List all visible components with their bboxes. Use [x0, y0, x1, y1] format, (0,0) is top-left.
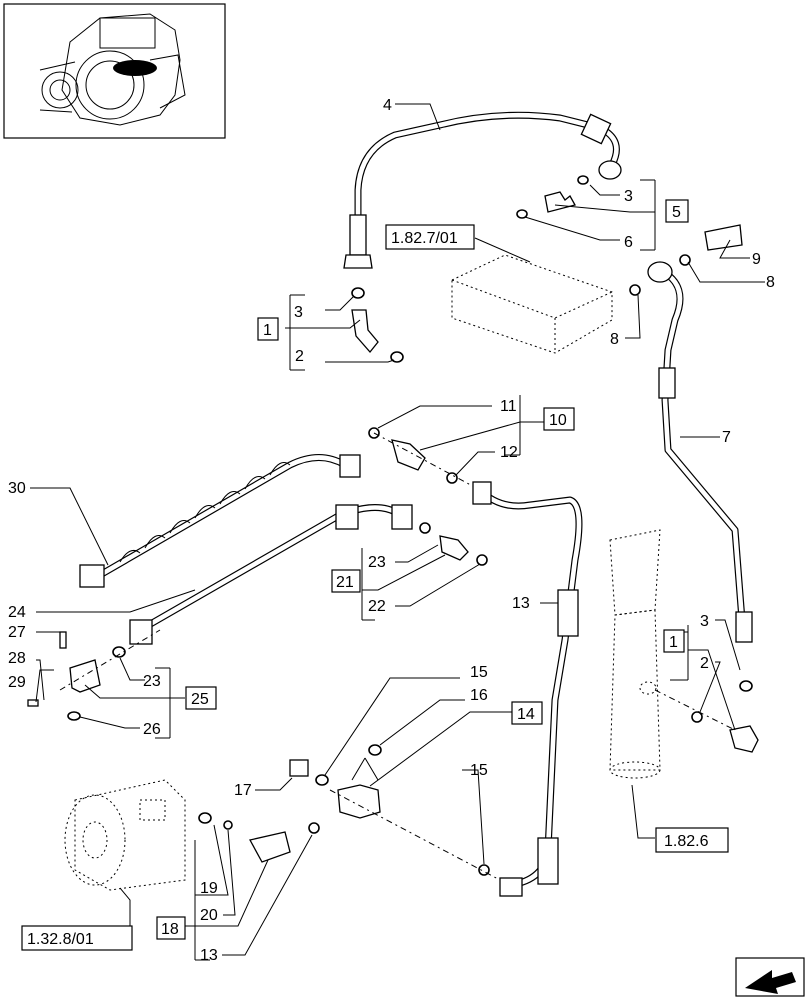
group-box-21[interactable]: 21: [331, 569, 361, 593]
callout-2[interactable]: 2: [700, 655, 709, 672]
group-label: 1: [669, 634, 678, 651]
callout-23[interactable]: 23: [368, 554, 386, 571]
tee-fitting-14[interactable]: [289, 744, 501, 881]
group-box-1-left[interactable]: 1: [257, 317, 279, 341]
ref-label-1-82-6: 1.82.6: [664, 833, 709, 850]
fitting-5[interactable]: [516, 175, 589, 219]
callout-23[interactable]: 23: [143, 673, 161, 690]
callout-8[interactable]: 8: [766, 274, 775, 291]
next-page-arrow-icon[interactable]: [735, 957, 805, 997]
hose-4[interactable]: [343, 111, 622, 269]
callout-26[interactable]: 26: [143, 721, 161, 738]
callout-2[interactable]: 2: [295, 348, 304, 365]
callout-27[interactable]: 27: [8, 624, 26, 641]
callout-30[interactable]: 30: [8, 480, 26, 497]
callout-13[interactable]: 13: [512, 595, 530, 612]
group-box-1-right[interactable]: 1: [663, 629, 685, 653]
ref-box-1-32-8[interactable]: 1.32.8/01: [21, 925, 133, 951]
ref-box-1-82-6[interactable]: 1.82.6: [655, 827, 729, 853]
pump-1-32-8[interactable]: [64, 779, 186, 891]
callout-28[interactable]: 28: [8, 650, 26, 667]
fitting-25[interactable]: [27, 629, 161, 721]
fitting-18[interactable]: [198, 812, 320, 863]
tractor-thumbnail[interactable]: [3, 3, 226, 139]
callout-22[interactable]: 22: [368, 598, 386, 615]
ref-label-1-82-7: 1.82.7/01: [391, 230, 458, 247]
tractor-icon: [39, 13, 186, 126]
group-label: 5: [672, 204, 681, 221]
callout-6[interactable]: 6: [624, 234, 633, 251]
group-box-10[interactable]: 10: [543, 407, 575, 431]
group-box-14[interactable]: 14: [511, 701, 543, 725]
ref-label-1-32-8: 1.32.8/01: [27, 931, 94, 948]
callout-15[interactable]: 15: [470, 664, 488, 681]
callout-4[interactable]: 4: [383, 97, 392, 114]
hose-24[interactable]: [129, 504, 413, 645]
group-label: 1: [263, 322, 272, 339]
callout-17[interactable]: 17: [234, 782, 252, 799]
fitting-21[interactable]: [419, 522, 488, 566]
group-label: 14: [517, 706, 535, 723]
callout-15[interactable]: 15: [470, 762, 488, 779]
callout-7[interactable]: 7: [722, 429, 731, 446]
elbow-fitting-right[interactable]: [691, 680, 759, 753]
leader-lines: [30, 103, 765, 961]
callout-3[interactable]: 3: [624, 188, 633, 205]
ref-box-1-82-7[interactable]: 1.82.7/01: [385, 224, 475, 250]
callout-12[interactable]: 12: [500, 444, 518, 461]
callout-24[interactable]: 24: [8, 604, 26, 621]
callout-8[interactable]: 8: [610, 331, 619, 348]
hose-7[interactable]: [629, 224, 753, 643]
group-label: 18: [161, 921, 179, 938]
callout-16[interactable]: 16: [470, 687, 488, 704]
valve-block-1-82-7[interactable]: [451, 254, 613, 354]
hose-30-spiral[interactable]: [79, 454, 361, 588]
group-label: 25: [191, 691, 209, 708]
hose-13-upper[interactable]: [472, 481, 583, 897]
group-label: 10: [549, 412, 567, 429]
fitting-10[interactable]: [368, 427, 481, 491]
group-label: 21: [336, 574, 354, 591]
elbow-fitting-left[interactable]: [351, 287, 404, 363]
callout-20[interactable]: 20: [200, 907, 218, 924]
callout-13[interactable]: 13: [200, 947, 218, 964]
group-box-25[interactable]: 25: [185, 686, 217, 710]
callout-3[interactable]: 3: [700, 613, 709, 630]
callout-11[interactable]: 11: [500, 398, 517, 415]
callout-9[interactable]: 9: [752, 251, 761, 268]
callouts: 4 3 6 9 8 8 3 2 11 12 7 30 23 22 24 13 2…: [8, 97, 775, 964]
group-box-18[interactable]: 18: [156, 916, 186, 940]
callout-3[interactable]: 3: [294, 304, 303, 321]
cylinder-1-82-6[interactable]: [609, 529, 746, 779]
callout-19[interactable]: 19: [200, 880, 218, 897]
group-box-5[interactable]: 5: [665, 199, 689, 223]
callout-29[interactable]: 29: [8, 674, 26, 691]
